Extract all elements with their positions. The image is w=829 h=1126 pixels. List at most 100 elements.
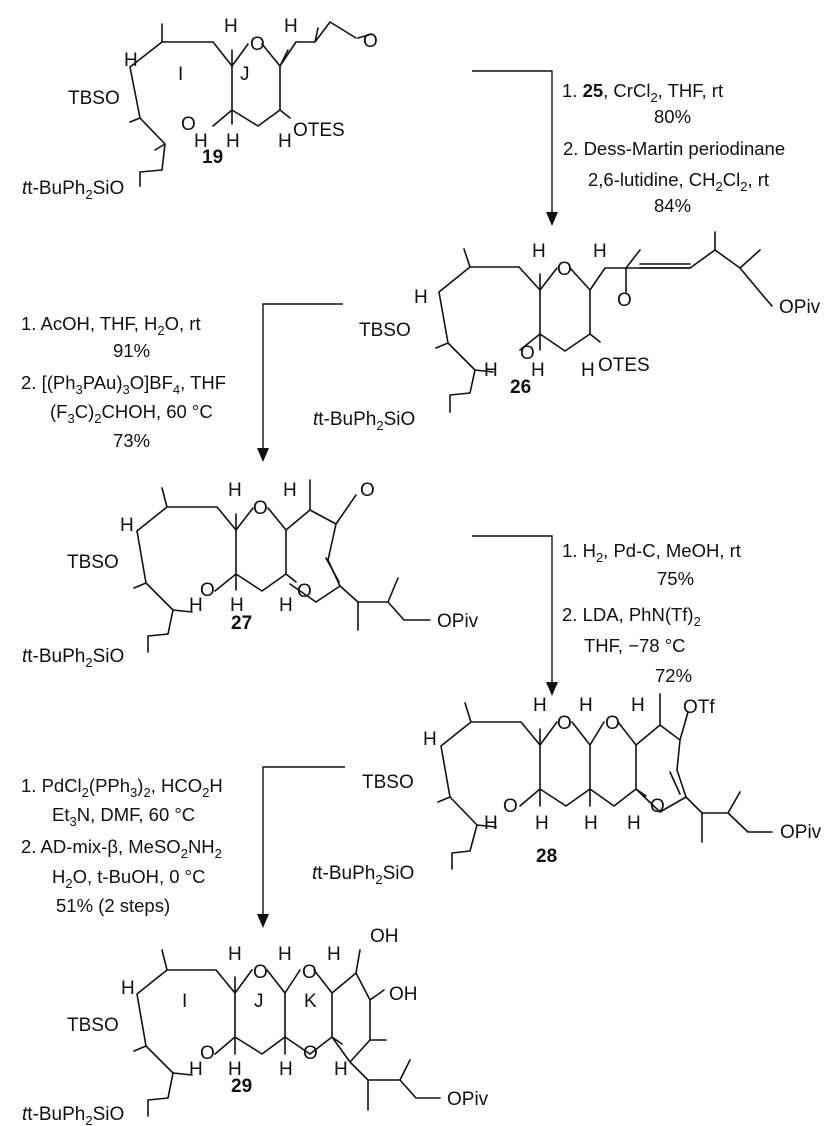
reaction-arrow-1: [472, 70, 553, 220]
h-label: H: [414, 287, 428, 308]
compound-number-19: 19: [202, 147, 223, 168]
silyl-ether-label: tt-BuPh2SiO: [22, 1104, 124, 1126]
h-label: H: [226, 131, 240, 152]
o-label: O: [503, 796, 518, 817]
o-label: O: [250, 34, 265, 55]
step4-yield: 51% (2 steps): [56, 895, 170, 916]
step3-reagent-line3: THF, −78 °C: [584, 635, 685, 656]
o-label: O: [303, 1043, 318, 1064]
h-label: H: [334, 1059, 348, 1080]
step3-reagent-line1: 1. H2, Pd-C, MeOH, rt: [562, 540, 741, 565]
structure-28: [437, 693, 773, 870]
h-label: H: [279, 595, 293, 616]
tbso-label: TBSO: [359, 320, 411, 341]
h-label: H: [279, 1059, 293, 1080]
ring-label-k: K: [304, 991, 317, 1012]
o-label: O: [200, 1043, 215, 1064]
h-label: H: [121, 978, 135, 999]
opiv-label: OPiv: [437, 611, 479, 632]
h-label: H: [627, 813, 641, 834]
step1-yield1: 80%: [654, 106, 691, 127]
h-label: H: [484, 360, 498, 381]
step4-reagent-line2: Et3N, DMF, 60 °C: [52, 804, 195, 829]
silyl-ether-label: tt-BuPh2SiO: [22, 646, 124, 670]
o-label: O: [181, 114, 196, 135]
step2-yield2: 73%: [113, 430, 150, 451]
h-label: H: [189, 595, 203, 616]
h-label: H: [579, 695, 593, 716]
o-label: O: [360, 480, 375, 501]
h-label: H: [327, 944, 341, 965]
opiv-label: OPiv: [780, 822, 822, 843]
o-label: O: [302, 962, 317, 983]
step3-reagent-line2: 2. LDA, PhN(Tf)2: [562, 604, 701, 629]
ring-label-j: J: [240, 64, 250, 85]
tbso-label: TBSO: [67, 1015, 119, 1036]
o-label: O: [363, 31, 378, 52]
compound-number-29: 29: [231, 1076, 252, 1097]
step3-yield2: 72%: [655, 665, 692, 686]
h-label: H: [593, 241, 607, 262]
step4-reagent-line4: H2O, t-BuOH, 0 °C: [52, 866, 205, 891]
structure-29: [133, 949, 441, 1117]
step1-reagent-line1: 1. 25, CrCl2, THF, rt: [562, 80, 723, 105]
otf-label: OTf: [683, 697, 715, 718]
h-label: H: [278, 944, 292, 965]
otes-label: OTES: [598, 355, 650, 376]
h-label: H: [230, 595, 244, 616]
opiv-label: OPiv: [779, 297, 821, 318]
oh-label: OH: [389, 984, 418, 1005]
h-label: H: [423, 729, 437, 750]
structure-26: [435, 231, 773, 413]
otes-label: OTES: [293, 120, 345, 141]
h-label: H: [284, 16, 298, 37]
compound-number-26: 26: [510, 377, 531, 398]
structure-19: [129, 21, 373, 187]
compound-number-28: 28: [536, 846, 557, 867]
step2-reagent-line3: (F3C)2CHOH, 60 °C: [50, 401, 213, 426]
h-label: H: [224, 16, 238, 37]
structure-27: [133, 479, 431, 653]
h-label: H: [120, 515, 134, 536]
h-label: H: [228, 1059, 242, 1080]
arrowhead-4: [257, 914, 269, 928]
oh-label: OH: [370, 926, 399, 947]
ring-label-i: I: [178, 64, 183, 85]
silyl-ether-label: tt-BuPh2SiO: [22, 178, 124, 202]
h-label: H: [124, 50, 138, 71]
h-label: H: [581, 360, 595, 381]
arrowhead-3: [546, 682, 558, 696]
ring-label-i: I: [182, 991, 187, 1012]
step2-reagent-line2: 2. [(Ph3PAu)3O]BF4, THF: [21, 372, 226, 397]
ring-label-j: J: [254, 991, 264, 1012]
h-label: H: [278, 131, 292, 152]
o-label: O: [200, 580, 215, 601]
step4-reagent-line3: 2. AD-mix-β, MeSO2NH2: [21, 836, 222, 861]
h-label: H: [228, 944, 242, 965]
step4-reagent-line1: 1. PdCl2(PPh3)2, HCO2H: [21, 775, 223, 800]
step1-yield2: 84%: [654, 195, 691, 216]
silyl-ether-label: tt-BuPh2SiO: [312, 863, 414, 887]
h-label: H: [484, 813, 498, 834]
h-label: H: [194, 131, 208, 152]
tbso-label: TBSO: [67, 552, 119, 573]
h-label: H: [535, 813, 549, 834]
h-label: H: [631, 695, 645, 716]
step2-reagent-line1: 1. AcOH, THF, H2O, rt: [21, 313, 201, 338]
o-label: O: [617, 290, 632, 311]
o-label: O: [253, 962, 268, 983]
h-label: H: [283, 480, 297, 501]
o-label: O: [520, 343, 535, 364]
opiv-label: OPiv: [447, 1089, 489, 1110]
h-label: H: [228, 480, 242, 501]
step3-yield1: 75%: [657, 568, 694, 589]
arrowhead-1: [546, 212, 558, 226]
o-label: O: [297, 581, 312, 602]
reaction-arrow-2: [262, 303, 343, 456]
o-label: O: [605, 713, 620, 734]
silyl-ether-label: tt-BuPh2SiO: [313, 409, 415, 433]
compound-number-27: 27: [231, 613, 252, 634]
h-label: H: [533, 695, 547, 716]
tbso-label: TBSO: [68, 88, 120, 109]
